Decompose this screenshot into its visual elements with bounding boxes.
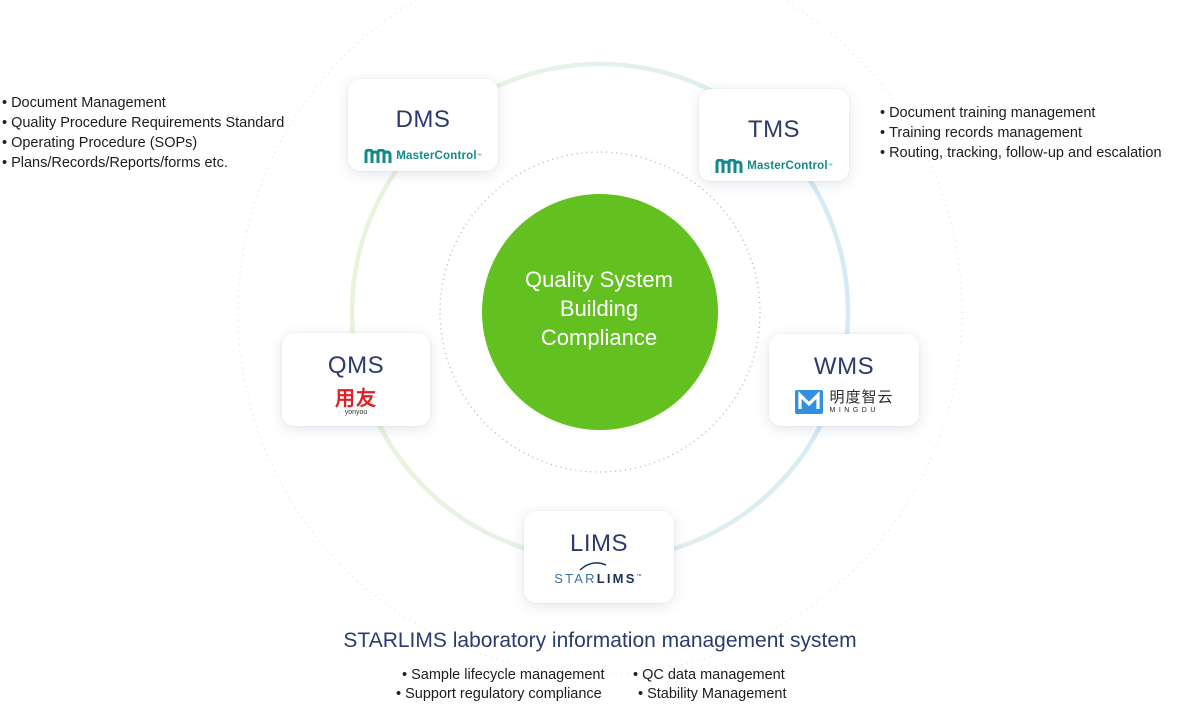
list-item: Quality Procedure Requirements Standard (2, 113, 284, 133)
dms-title: DMS (395, 106, 451, 133)
mingdu-logo-cn: 明度智云 (829, 388, 894, 406)
center-line-2: Building (559, 296, 639, 321)
starlims-swoosh-icon (579, 562, 607, 571)
tms-title: TMS (747, 116, 801, 143)
qms-card[interactable]: QMS 用友 yonyou (282, 333, 430, 426)
lims-feature-item: QC data management (633, 666, 785, 685)
center-circle (482, 194, 718, 430)
qms-logo: 用友 yonyou (282, 385, 430, 419)
lims-subtitle: STARLIMS laboratory information manageme… (343, 629, 857, 652)
mingdu-logo-icon (795, 390, 824, 414)
list-item: Routing, tracking, follow-up and escalat… (880, 143, 1161, 163)
dms-bullet-list: Document Management Quality Procedure Re… (2, 93, 284, 173)
list-item: Document training management (880, 103, 1162, 123)
starlims-logo-text: STARLIMS™ (554, 570, 644, 586)
yonyou-logo-cn: 用友 (335, 386, 377, 410)
inner-dotted-ring (439, 151, 761, 473)
lims-feature-item: Support regulatory compliance (396, 685, 602, 704)
center-label: Quality System Building Compliance (481, 265, 717, 352)
lims-card[interactable]: LIMS STARLIMS™ (524, 511, 674, 603)
starlims-logo-lims: LIMS (596, 570, 637, 586)
mastercontrol-logo-icon (364, 148, 392, 163)
outer-dotted-ring (237, 0, 963, 675)
wms-card[interactable]: WMS 明度智云 MINGDU (769, 334, 919, 426)
list-item: Training records management (880, 123, 1162, 143)
tms-bullet-list: Document training management Training re… (880, 103, 1162, 163)
center-line-1: Quality System (525, 267, 673, 292)
lims-logo: STARLIMS™ (524, 562, 674, 593)
lims-feature-item: Sample lifecycle management (402, 666, 604, 685)
wms-title: WMS (813, 353, 875, 380)
wms-logo: 明度智云 MINGDU (769, 386, 919, 418)
center-line-3: Compliance (540, 325, 658, 350)
list-item: Plans/Records/Reports/forms etc. (2, 153, 284, 173)
tms-logo-text: MasterControl (747, 160, 828, 172)
mastercontrol-logo-icon (715, 158, 743, 173)
yonyou-logo-en: yonyou (344, 409, 368, 416)
lims-title: LIMS (569, 530, 628, 557)
starlims-logo-star: STAR (554, 570, 597, 586)
mingdu-logo-en: MINGDU (829, 407, 879, 414)
lims-feature-item: Stability Management (638, 685, 786, 704)
list-item: Document Management (2, 93, 284, 113)
dms-logo-text: MasterControl (396, 150, 477, 162)
list-item: Operating Procedure (SOPs) (2, 133, 284, 153)
qms-title: QMS (327, 352, 385, 379)
